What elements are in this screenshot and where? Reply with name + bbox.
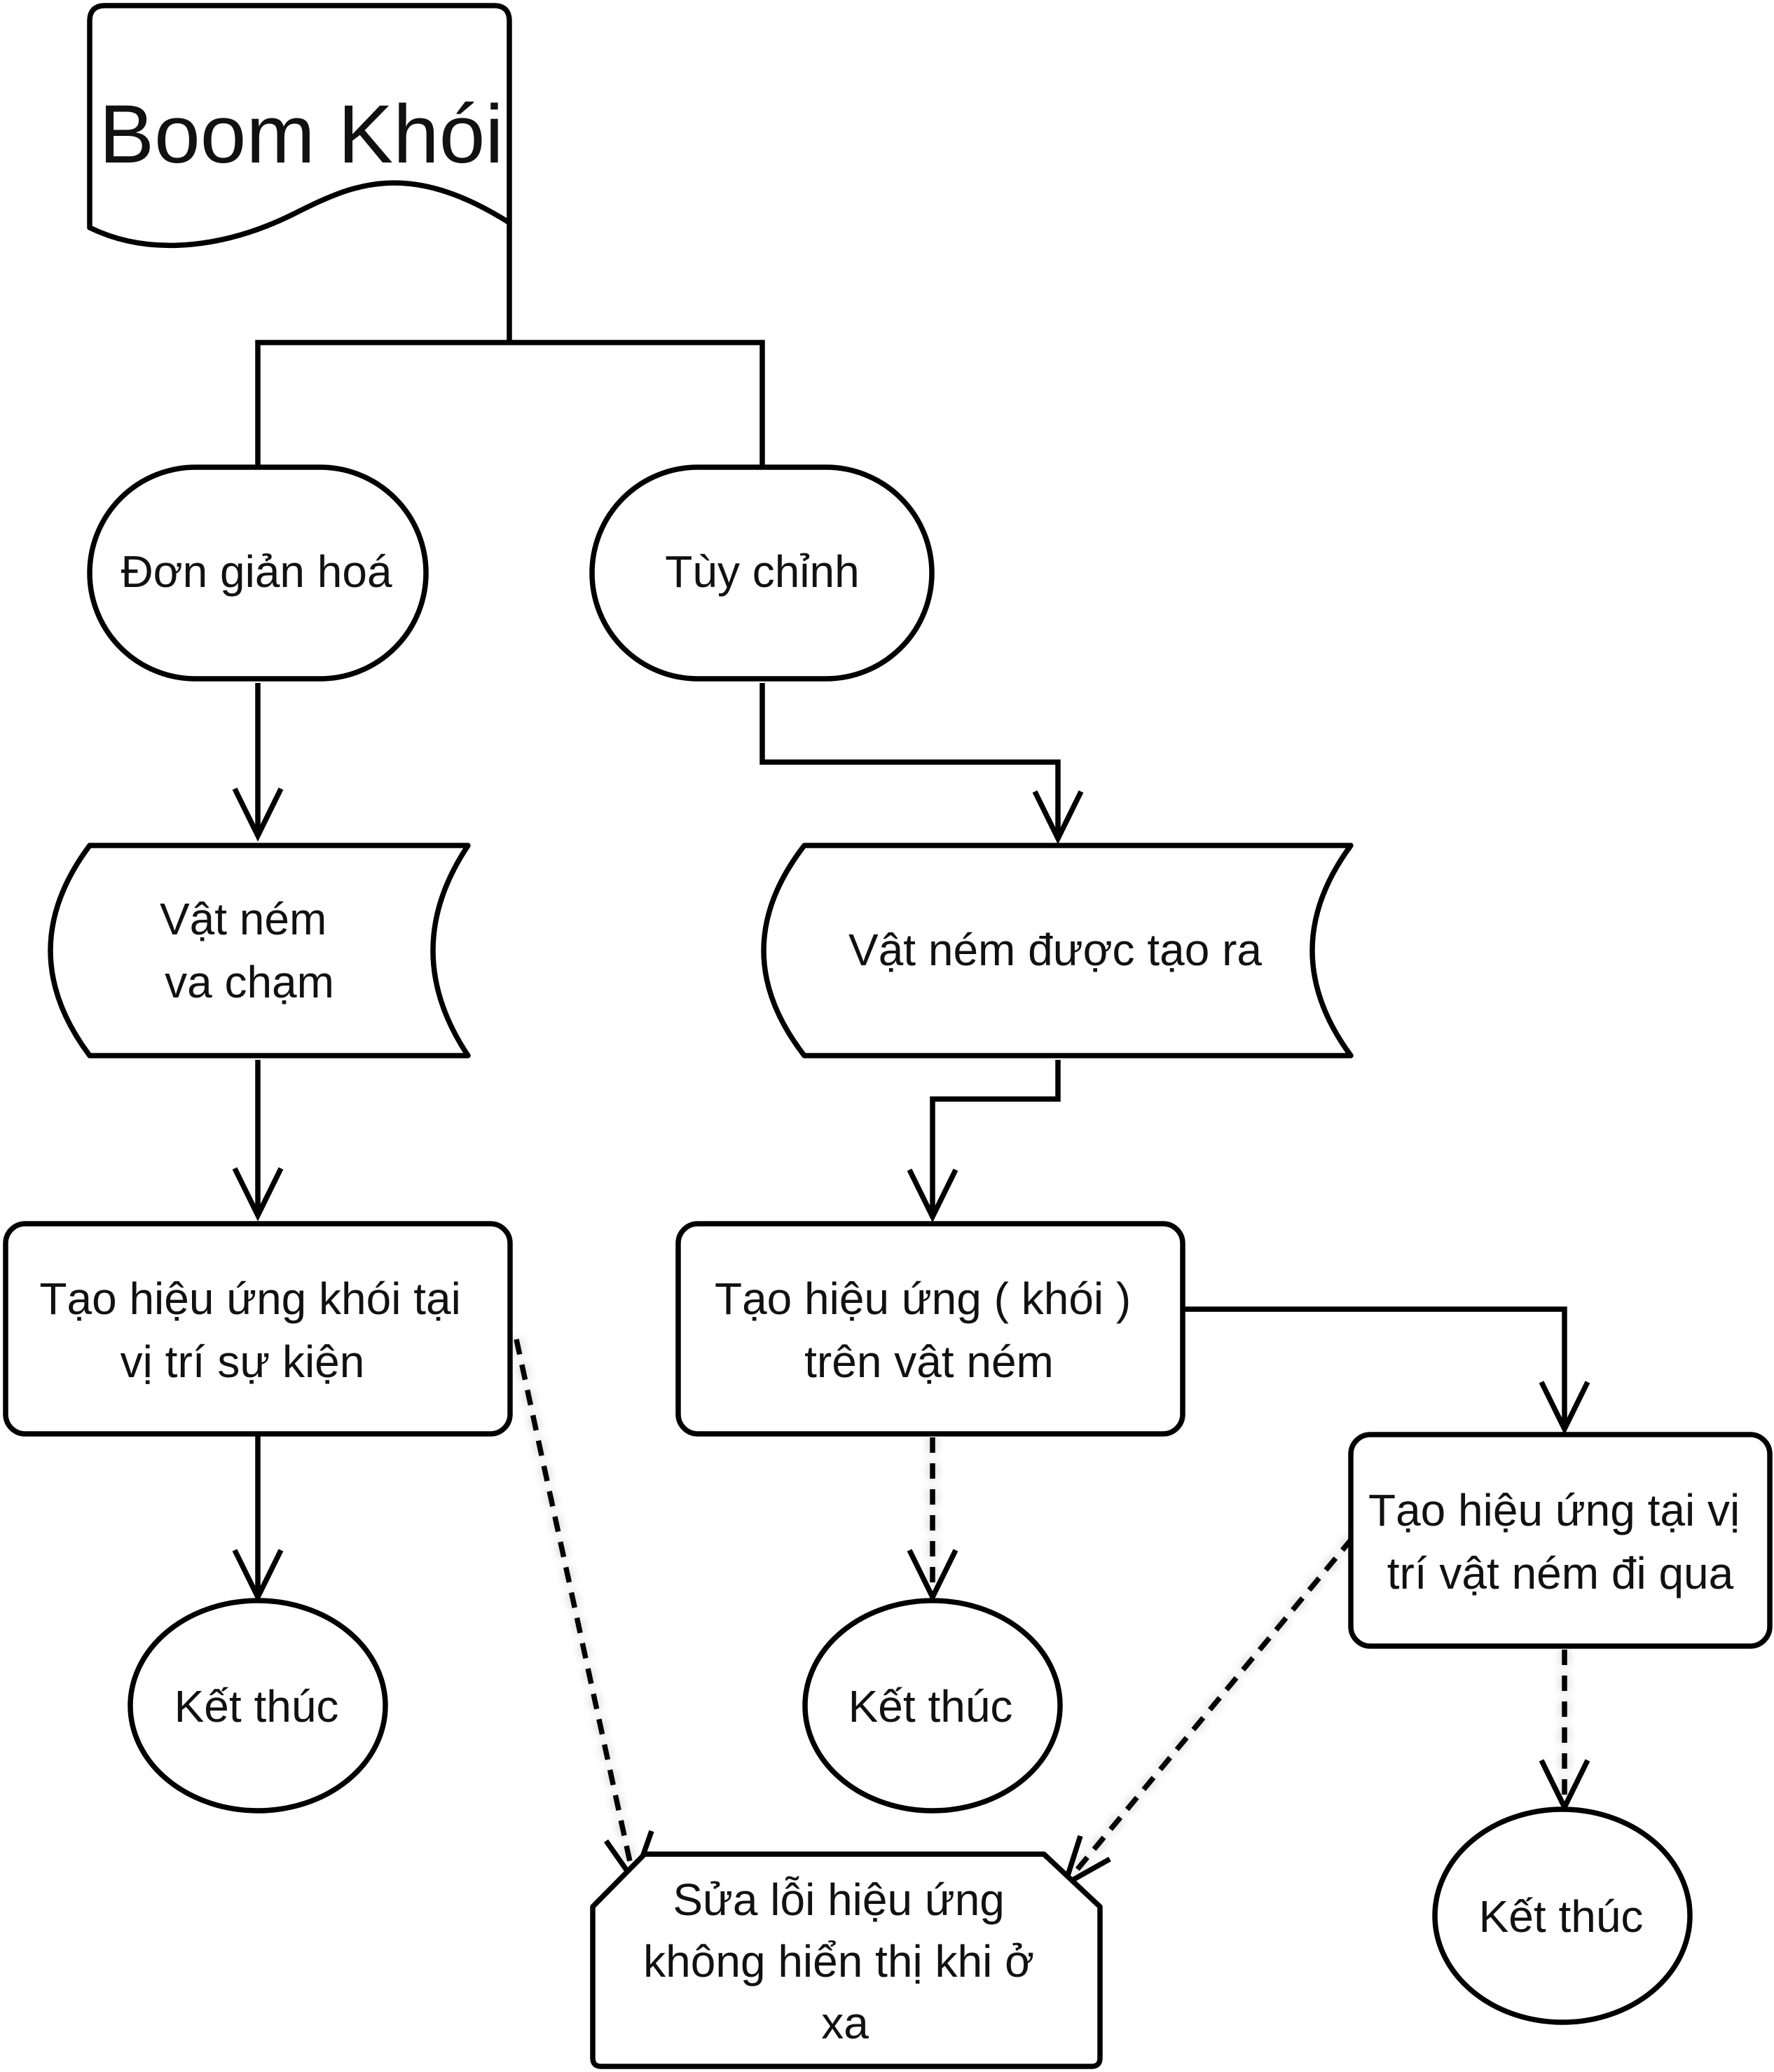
node-projectile-created: Vật ném được tạo ra bbox=[761, 843, 1354, 1058]
edge-title-branches bbox=[255, 223, 765, 467]
edge-custom-to-created bbox=[759, 683, 1061, 838]
label-line: Tạo hiệu ứng ( khói ) bbox=[715, 1273, 1131, 1324]
stored-data-shape bbox=[48, 843, 471, 1058]
edge-created-to-effect bbox=[930, 1060, 1061, 1217]
node-end-3: Kết thúc bbox=[1432, 1807, 1693, 2025]
node-smoke-at-event-label: Tạo hiệu ứng khói tại vị trí sự kiện bbox=[39, 1273, 473, 1387]
node-projectile-collision: Vật ném va chạm bbox=[48, 843, 471, 1058]
diagram-title: Boom Khói bbox=[99, 88, 503, 181]
node-projectile-collision-label: Vật ném va chạm bbox=[160, 894, 339, 1007]
process-shape bbox=[1348, 1432, 1773, 1649]
end-ellipse bbox=[802, 1598, 1063, 1814]
node-fix-far-visibility-label: Sửa lỗi hiệu ứng không hiển thị khi ở xa bbox=[643, 1874, 1047, 2048]
stored-data-shape bbox=[761, 843, 1354, 1058]
label-line: xa bbox=[821, 1998, 869, 2048]
node-end-2: Kết thúc bbox=[802, 1598, 1063, 1814]
label-line: trí vật ném đi qua bbox=[1387, 1548, 1734, 1598]
label-line: Tạo hiệu ứng khói tại bbox=[39, 1273, 460, 1324]
process-shape bbox=[675, 1221, 1185, 1437]
edge-smoke-to-fix bbox=[514, 1339, 637, 1881]
label-line: trên vật ném bbox=[804, 1337, 1054, 1387]
label-line: vị trí sự kiện bbox=[121, 1337, 365, 1387]
label-line: không hiển thị khi ở bbox=[643, 1936, 1034, 1987]
arrowhead-icon bbox=[907, 1549, 958, 1603]
edges bbox=[232, 223, 1590, 1890]
node-simplify: Đơn giản hoá bbox=[87, 464, 429, 682]
label-line: va chạm bbox=[165, 957, 334, 1007]
node-title: Boom Khói bbox=[87, 3, 512, 249]
arrowhead-icon bbox=[1539, 1381, 1590, 1435]
node-simplify-label: Đơn giản hoá bbox=[121, 546, 392, 597]
label-line: Tạo hiệu ứng tại vị bbox=[1368, 1485, 1740, 1535]
label-line: Sửa lỗi hiệu ứng bbox=[673, 1874, 1005, 1925]
arrowhead-icon bbox=[907, 1168, 958, 1223]
process-shape bbox=[3, 1221, 513, 1437]
node-custom: Tùy chỉnh bbox=[589, 464, 935, 682]
arrowhead-icon bbox=[232, 1549, 284, 1603]
node-end-1-label: Kết thúc bbox=[174, 1681, 339, 1732]
node-fix-far-visibility: Sửa lỗi hiệu ứng không hiển thị khi ở xa bbox=[590, 1851, 1103, 2069]
node-effect-along-path: Tạo hiệu ứng tại vị trí vật ném đi qua bbox=[1348, 1432, 1773, 1649]
arrowhead-icon bbox=[1032, 790, 1084, 845]
arrowhead-icon bbox=[232, 1167, 284, 1222]
node-smoke-at-event: Tạo hiệu ứng khói tại vị trí sự kiện bbox=[3, 1221, 513, 1437]
node-end-3-label: Kết thúc bbox=[1479, 1891, 1644, 1942]
node-effect-along-path-label: Tạo hiệu ứng tại vị trí vật ném đi qua bbox=[1368, 1485, 1752, 1598]
terminator-shape bbox=[87, 464, 429, 682]
document-shape bbox=[87, 3, 512, 249]
node-effect-on-projectile-label: Tạo hiệu ứng ( khói ) trên vật ném bbox=[715, 1273, 1143, 1387]
end-ellipse bbox=[128, 1598, 388, 1814]
terminator-shape bbox=[589, 464, 935, 682]
node-end-1: Kết thúc bbox=[128, 1598, 388, 1814]
node-projectile-created-label: Vật ném được tạo ra bbox=[848, 925, 1262, 975]
node-effect-on-projectile: Tạo hiệu ứng ( khói ) trên vật ném bbox=[675, 1221, 1185, 1437]
arrowhead-icon bbox=[232, 787, 284, 842]
edge-effect-to-path bbox=[1183, 1306, 1567, 1429]
label-line: Vật ném bbox=[160, 894, 326, 944]
end-ellipse bbox=[1432, 1807, 1693, 2025]
loop-limit-shape bbox=[590, 1851, 1103, 2069]
node-end-2-label: Kết thúc bbox=[848, 1681, 1013, 1732]
edge-path-to-fix bbox=[1063, 1536, 1354, 1886]
node-custom-label: Tùy chỉnh bbox=[665, 546, 859, 597]
